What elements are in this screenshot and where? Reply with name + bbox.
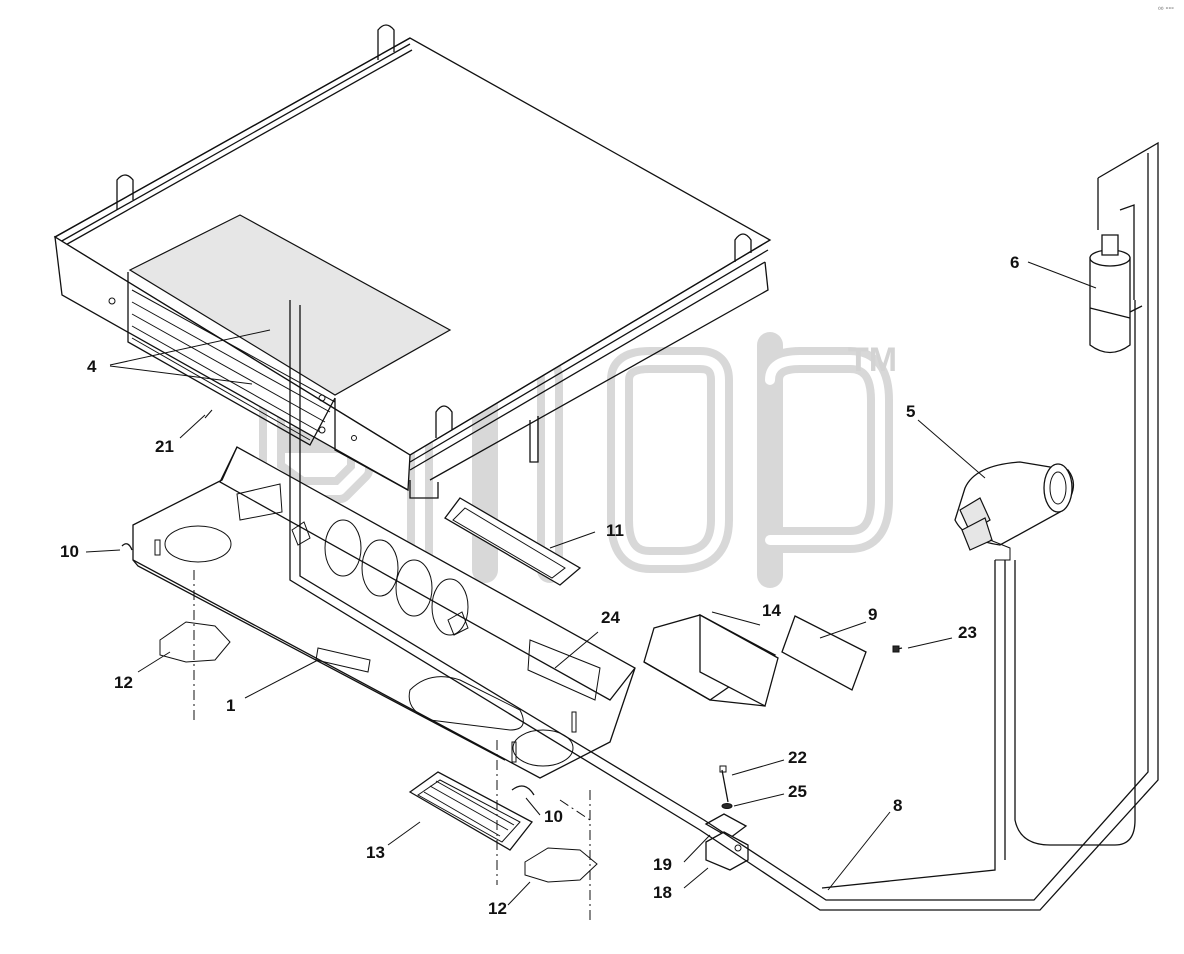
grille-part-13 xyxy=(408,771,533,851)
clip-part-10-lower xyxy=(511,785,535,796)
corner-mark: ⁰⁰ °°° xyxy=(1158,6,1174,14)
callout-10-left: 10 xyxy=(60,542,79,561)
callout-22: 22 xyxy=(788,748,807,767)
callout-9: 9 xyxy=(868,605,877,624)
callout-23: 23 xyxy=(958,623,977,642)
callout-1: 1 xyxy=(226,696,235,715)
trademark-text: TM xyxy=(848,341,897,379)
callout-13: 13 xyxy=(366,843,385,862)
callout-12-lower: 12 xyxy=(488,899,507,918)
roof-unit-assembly xyxy=(53,24,772,499)
compressor-part-5 xyxy=(954,461,1075,561)
filter-part-11 xyxy=(444,497,582,586)
callout-19: 19 xyxy=(653,855,672,874)
callout-25: 25 xyxy=(788,782,807,801)
callout-8: 8 xyxy=(893,796,902,815)
callout-5: 5 xyxy=(906,402,915,421)
callout-18: 18 xyxy=(653,883,672,902)
callout-21: 21 xyxy=(155,437,174,456)
base-panel xyxy=(132,446,636,779)
callout-4: 4 xyxy=(87,357,97,376)
clip-part-10-left xyxy=(121,543,133,551)
callout-12-upper: 12 xyxy=(114,673,133,692)
gasket-part-12-upper xyxy=(159,621,231,663)
bolt-part-22 xyxy=(719,765,729,803)
leader-lines xyxy=(85,261,1097,906)
callout-10-lower: 10 xyxy=(544,807,563,826)
callout-14: 14 xyxy=(762,601,781,620)
callout-11: 11 xyxy=(606,521,624,540)
callout-24: 24 xyxy=(601,608,620,627)
receiver-drier-part-6 xyxy=(1089,234,1143,354)
gasket-part-12-lower xyxy=(524,847,598,883)
center-lines xyxy=(193,570,591,920)
plate-part-9 xyxy=(781,615,867,691)
screw-part-23 xyxy=(892,645,903,653)
duct-part-14 xyxy=(643,613,779,707)
callout-labels: 4 21 10 11 1 12 13 10 12 24 14 9 23 6 5 … xyxy=(60,253,1019,918)
washer-part-25 xyxy=(721,803,733,809)
callout-6: 6 xyxy=(1010,253,1019,272)
hose-part-8 xyxy=(289,141,1159,911)
